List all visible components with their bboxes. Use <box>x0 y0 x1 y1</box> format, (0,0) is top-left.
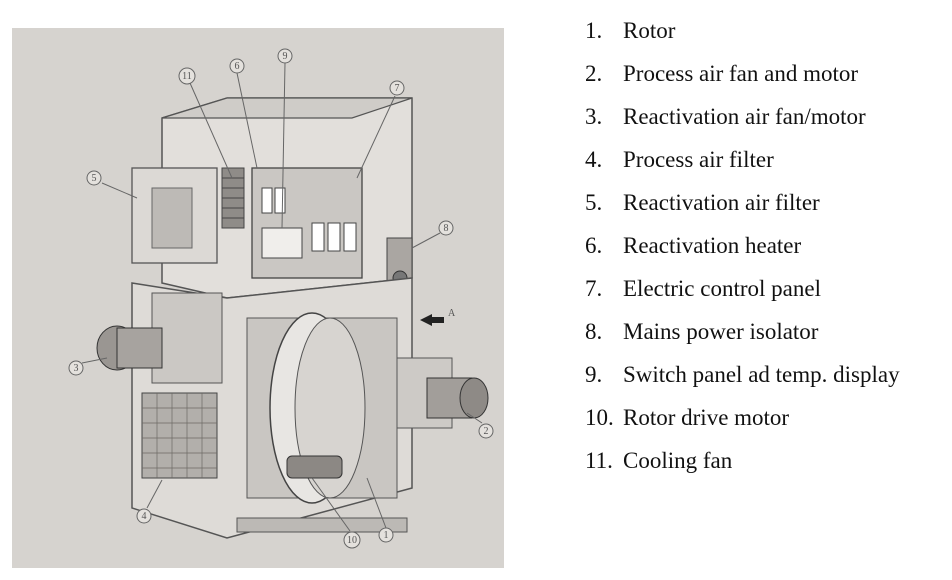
svg-text:5: 5 <box>92 173 97 184</box>
breaker-5 <box>343 222 357 252</box>
callout-8: 8 <box>411 220 454 249</box>
callout-2: 2 <box>466 412 494 439</box>
legend-item: 1.Rotor <box>585 18 676 43</box>
process-motor-end <box>459 377 489 419</box>
legend-item: 5.Reactivation air filter <box>585 190 820 215</box>
callout-11: 11 <box>178 67 233 179</box>
switch-panel <box>261 227 303 259</box>
arrow-label: A <box>448 308 456 319</box>
svg-text:11: 11 <box>182 71 192 82</box>
callout-7: 7 <box>356 80 405 179</box>
callout-6: 6 <box>229 58 258 169</box>
process-air-filter <box>141 392 218 479</box>
svg-text:10: 10 <box>347 535 357 546</box>
callout-1: 1 <box>366 477 394 543</box>
legend-item: 4.Process air filter <box>585 147 774 172</box>
svg-text:1: 1 <box>384 530 389 541</box>
rotor-face <box>294 317 366 499</box>
svg-text:3: 3 <box>74 363 79 374</box>
svg-text:7: 7 <box>395 83 400 94</box>
breaker-4 <box>327 222 341 252</box>
process-filter-mesh <box>142 393 217 478</box>
rotor-drive-motor <box>286 455 343 479</box>
breaker-3 <box>311 222 325 252</box>
legend-item: 9.Switch panel ad temp. display <box>585 362 900 387</box>
svg-text:8: 8 <box>444 223 449 234</box>
legend-item: 8.Mains power isolator <box>585 319 819 344</box>
legend-item: 10.Rotor drive motor <box>585 405 790 430</box>
callout-3: 3 <box>68 357 108 376</box>
callout-9: 9 <box>277 48 293 229</box>
callout-10: 10 <box>311 477 361 549</box>
top-housing-lid <box>161 97 413 119</box>
dehumidifier-drawing: A 1 2 3 4 5 6 <box>68 48 494 549</box>
svg-text:4: 4 <box>142 511 147 522</box>
cooling-fan-grille <box>221 167 245 229</box>
breaker-2 <box>274 187 286 214</box>
callout-4: 4 <box>136 479 163 524</box>
airflow-arrow <box>420 314 444 326</box>
callout-5: 5 <box>86 170 138 199</box>
reactivation-motor-body <box>116 327 163 369</box>
legend-item: 11.Cooling fan <box>585 448 733 473</box>
svg-text:2: 2 <box>484 426 489 437</box>
dehumidifier-illustration: A 1 2 3 4 5 6 <box>12 28 504 568</box>
svg-text:6: 6 <box>235 61 240 72</box>
base <box>236 517 408 533</box>
legend-item: 3.Reactivation air fan/motor <box>585 104 866 129</box>
reactivation-fan-housing <box>151 292 223 384</box>
svg-text:9: 9 <box>283 51 288 62</box>
legend-item: 6.Reactivation heater <box>585 233 802 258</box>
legend-item: 7.Electric control panel <box>585 276 821 301</box>
legend-item: 2.Process air fan and motor <box>585 61 859 86</box>
breaker-1 <box>261 187 273 214</box>
filter-opening <box>151 187 193 249</box>
parts-legend: 1.Rotor 2.Process air fan and motor 3.Re… <box>585 12 900 485</box>
